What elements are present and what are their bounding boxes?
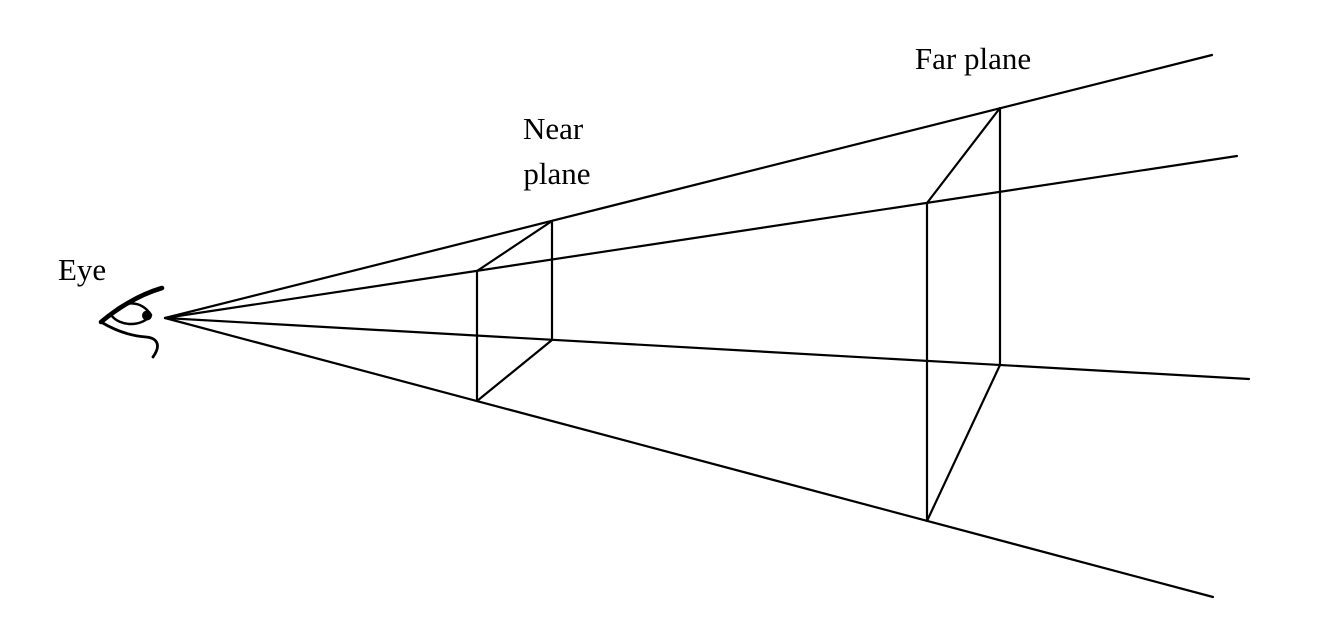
near-plane-label-line1: Near	[523, 111, 584, 146]
eye-icon	[98, 285, 165, 359]
near-plane-label-line2: plane	[523, 156, 590, 191]
eye-lower-lid	[99, 320, 159, 359]
frustum-ray-top	[163, 53, 1214, 320]
frustum-rays	[163, 53, 1251, 599]
far-plane-quad	[925, 106, 1002, 523]
near-plane-label: Near plane	[523, 111, 591, 191]
frustum-ray-bottom	[163, 316, 1215, 599]
far-plane-label: Far plane	[915, 41, 1031, 76]
frustum-ray-upper	[163, 154, 1239, 320]
eye-label: Eye	[58, 252, 106, 287]
near-plane-quad	[475, 219, 554, 403]
eye-pupil	[142, 310, 152, 321]
far-plane-outline	[925, 106, 1002, 523]
diagram-labels: Eye Near plane Far plane	[58, 41, 1031, 287]
frustum-ray-lower	[163, 316, 1251, 381]
near-plane-outline	[475, 219, 554, 403]
